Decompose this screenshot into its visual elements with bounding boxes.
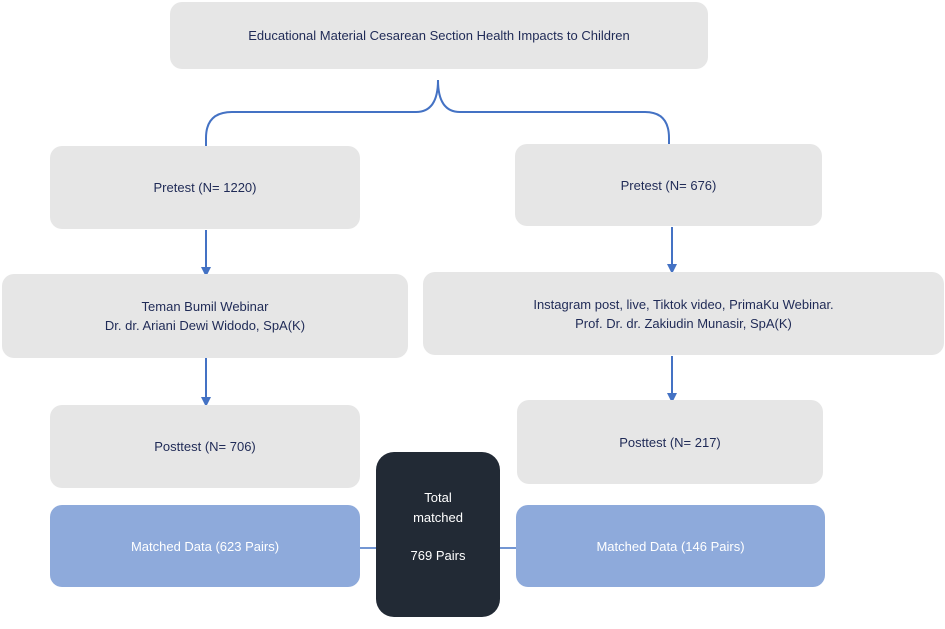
- right-matched-label: Matched Data (146 Pairs): [596, 538, 745, 554]
- right-posttest-box: Posttest (N= 217): [517, 400, 823, 484]
- right-pretest-box: Pretest (N= 676): [515, 144, 822, 226]
- left-pretest-label: Pretest (N= 1220): [153, 180, 257, 195]
- left-matched-label: Matched Data (623 Pairs): [130, 538, 280, 554]
- right-intervention-line1: Instagram post, live, Tiktok video, Prim…: [533, 296, 834, 312]
- left-intervention-box: Teman Bumil Webinar Dr. dr. Ariani Dewi …: [2, 274, 408, 358]
- right-intervention-line2: Prof. Dr. dr. Zakiudin Munasir, SpA(K): [575, 315, 792, 331]
- left-matched-box: Matched Data (623 Pairs): [50, 505, 360, 587]
- left-posttest-label: Posttest (N= 706): [154, 439, 256, 454]
- left-posttest-box: Posttest (N= 706): [50, 405, 360, 488]
- right-posttest-label: Posttest (N= 217): [619, 434, 721, 450]
- top-title: Educational Material Cesarean Section He…: [248, 28, 630, 43]
- left-intervention-line1: Teman Bumil Webinar: [141, 299, 269, 314]
- total-line1: Total: [424, 490, 452, 505]
- right-intervention-box: Instagram post, live, Tiktok video, Prim…: [423, 272, 944, 355]
- left-pretest-box: Pretest (N= 1220): [50, 146, 360, 229]
- top-title-box: Educational Material Cesarean Section He…: [170, 2, 708, 69]
- total-line2: matched: [413, 510, 463, 525]
- total-line3: 769 Pairs: [410, 548, 466, 563]
- right-pretest-label: Pretest (N= 676): [620, 177, 717, 193]
- left-intervention-line2: Dr. dr. Ariani Dewi Widodo, SpA(K): [104, 318, 306, 333]
- total-matched-box: Total matched 769 Pairs: [376, 452, 500, 617]
- brace-connector: [205, 79, 670, 146]
- right-matched-box: Matched Data (146 Pairs): [516, 505, 825, 587]
